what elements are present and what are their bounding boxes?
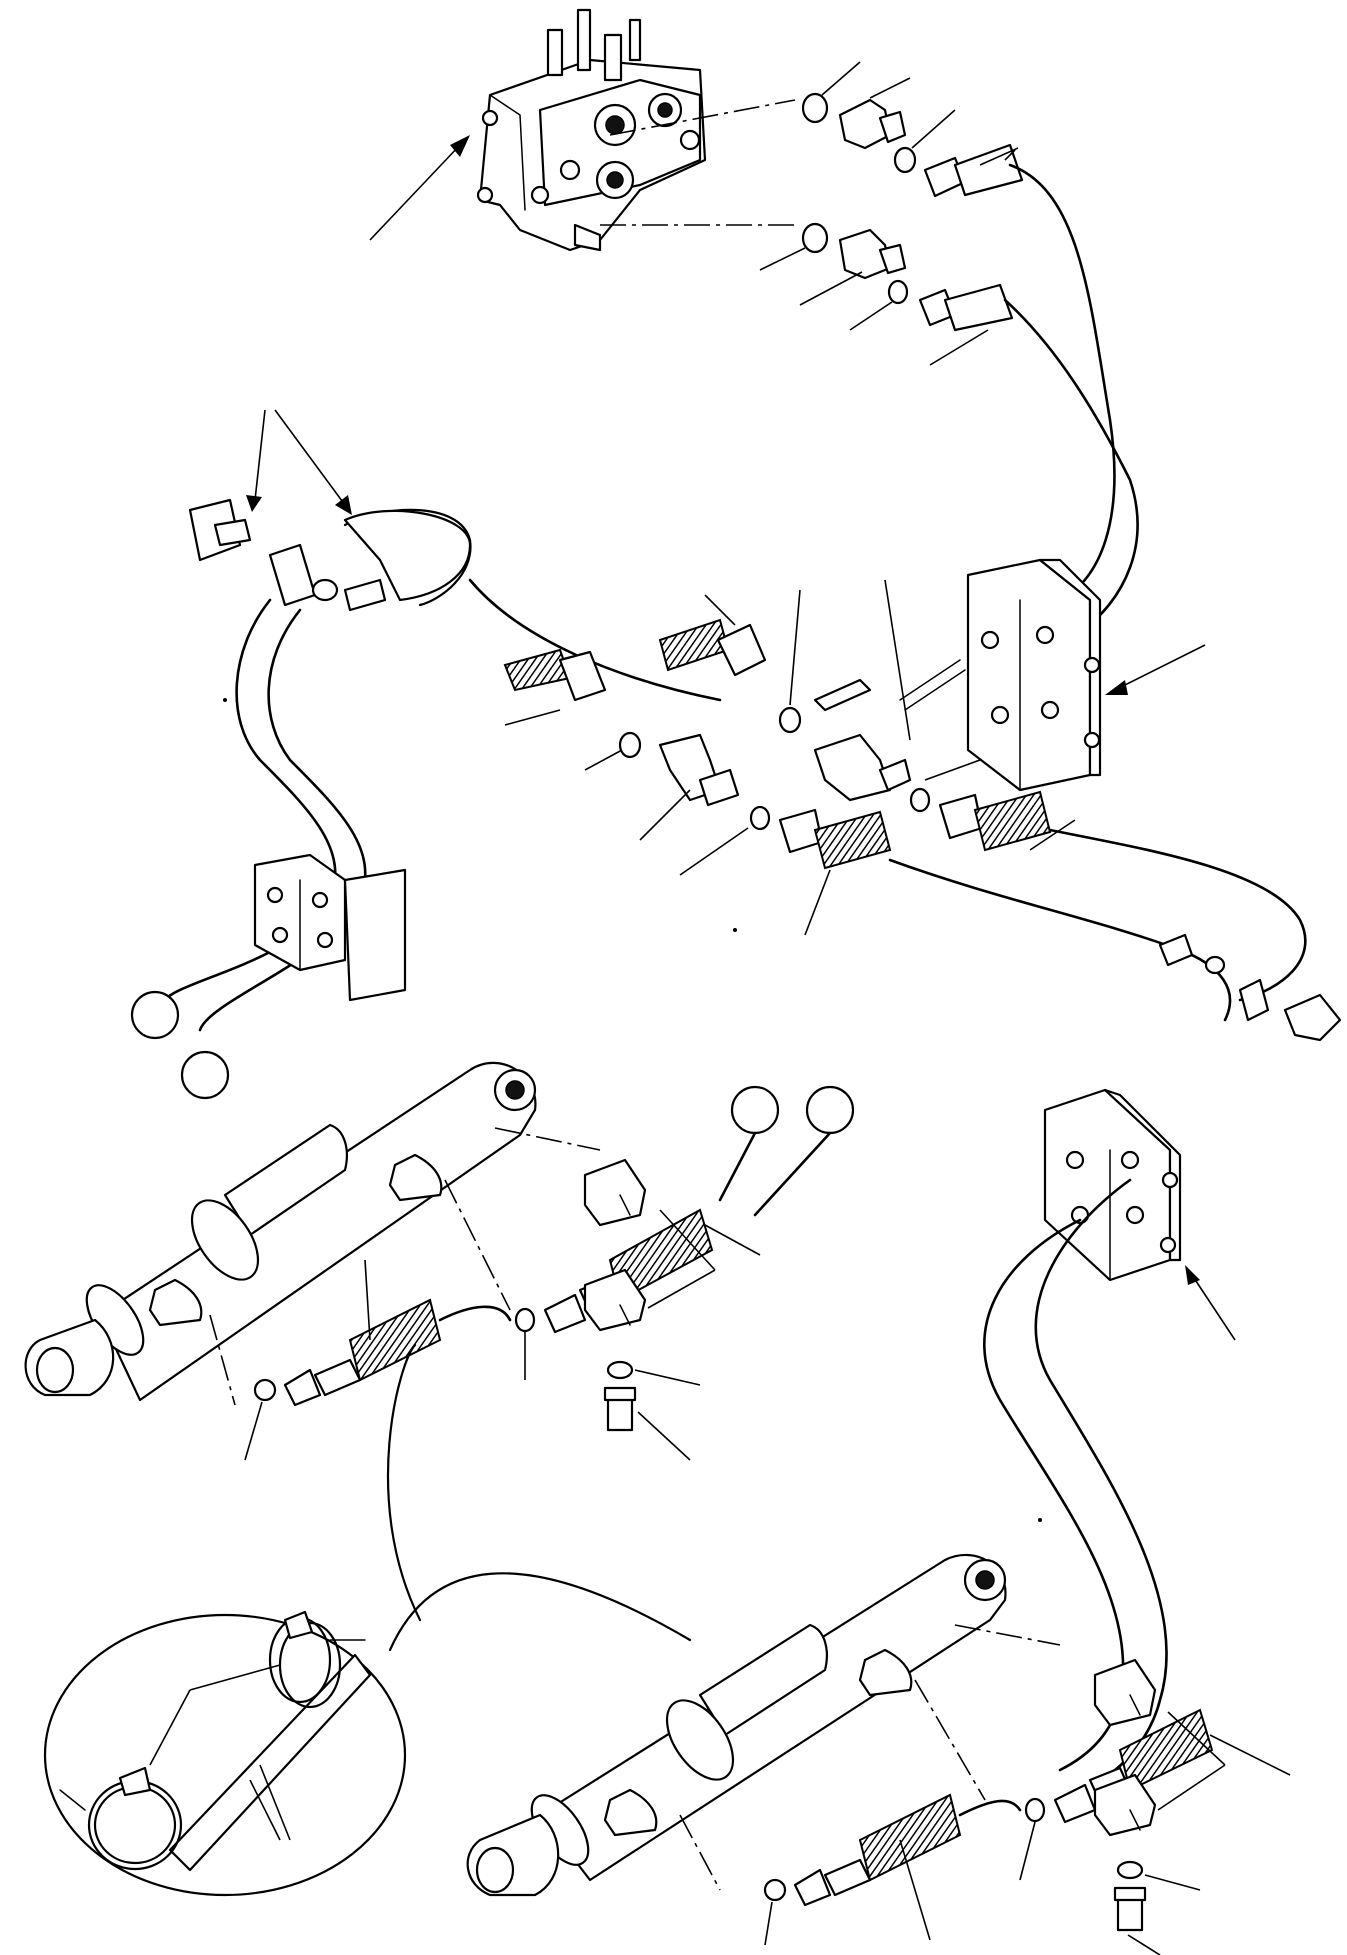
right-crossover-hose [1048,828,1307,1002]
center-fitting-cluster [503,579,1076,936]
supply-hose-2 [1003,298,1139,642]
control-valve-icon [369,8,707,252]
right-lower-hose-bracket [1043,1088,1236,1341]
upper-left-clamp [188,409,472,612]
reference-circle-b [180,1050,230,1100]
right-lower-hose-inner [1034,1178,1168,1782]
hydraulic-cylinder-icon [24,1061,601,1406]
cylinder-2-hoses [763,1708,1291,1946]
valve-lower-fitting-stack [600,222,1014,366]
reference-circle-d [805,1085,855,1135]
left-hose-loop-inner [198,608,367,1032]
hose-clamp-detail-icon [43,1343,692,1897]
reference-circle-a [130,990,180,1040]
hydraulic-cylinder-lower-icon [466,1554,1061,1897]
center-crossover-hose [888,858,1232,1022]
reference-circle-c [730,1085,780,1135]
valve-upper-fitting-stack [609,61,1024,198]
hose-bracket-icon [966,558,1206,792]
cylinder-1-hoses [244,1208,761,1461]
clamp-pair-2 [1093,1658,1226,1955]
right-clip-bolt [1158,933,1342,1042]
clamp-pair-1 [583,1158,716,1461]
supply-hose-1 [1008,163,1116,602]
right-lower-hose-outer [983,1218,1125,1772]
left-hose-bracket [253,853,407,1002]
left-hose-loop-outer [163,598,337,1002]
